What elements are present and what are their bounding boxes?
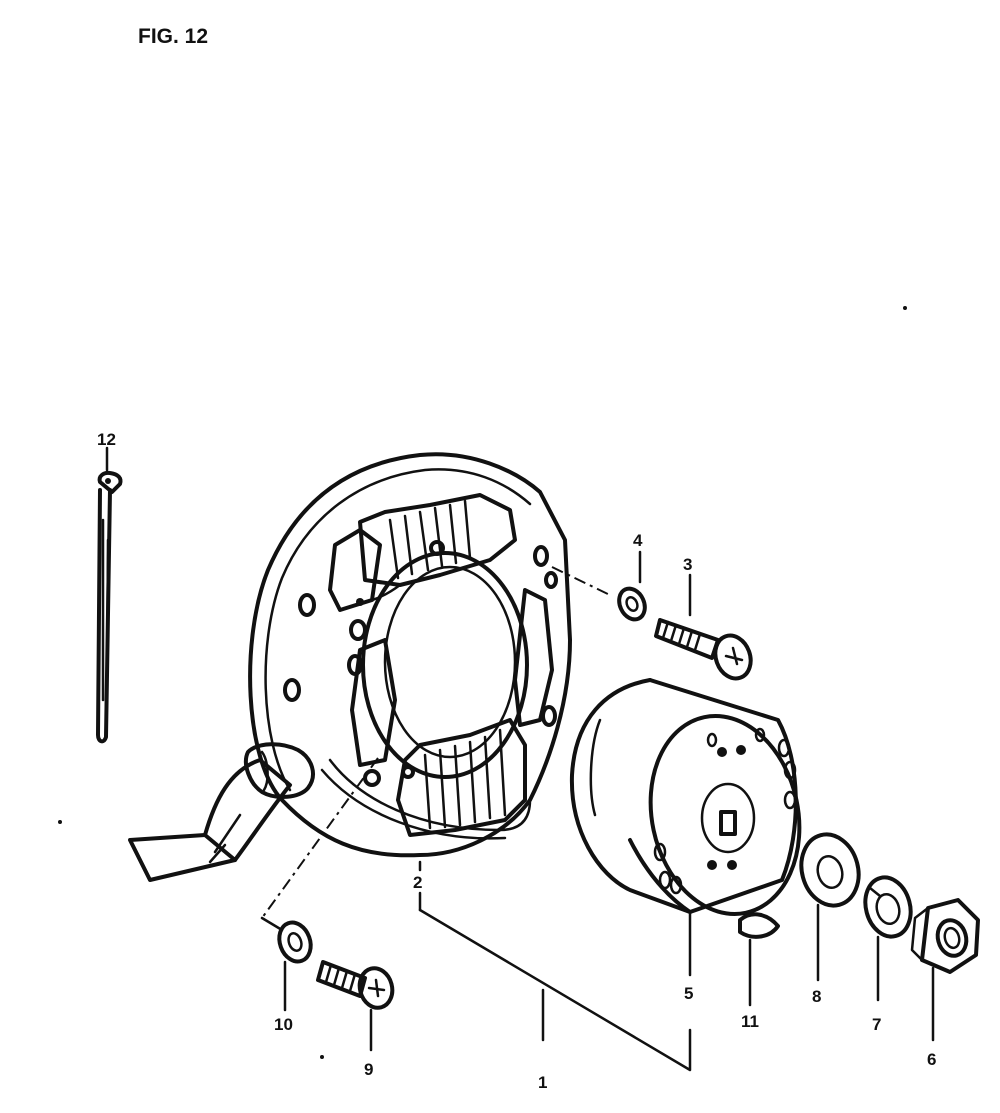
part-7-lock-washer xyxy=(863,875,913,939)
scan-speck xyxy=(58,820,62,824)
part-8-washer xyxy=(799,832,861,908)
part-6-nut xyxy=(910,898,980,974)
axis-line-screw-3 xyxy=(551,566,613,597)
scan-speck xyxy=(903,306,907,310)
axis-line-stator xyxy=(261,757,379,919)
callout-1: 1 xyxy=(538,1073,547,1092)
part-3-screw xyxy=(654,618,753,681)
callout-10: 10 xyxy=(274,1015,293,1034)
part-4-washer xyxy=(617,586,647,622)
callout-8: 8 xyxy=(812,987,821,1006)
callout-2: 2 xyxy=(413,873,422,892)
part-9-screw xyxy=(316,960,395,1010)
callout-4: 4 xyxy=(633,531,643,550)
part-12-lead-rod xyxy=(96,470,123,744)
scan-speck xyxy=(320,1055,324,1059)
part-2-stator-plate xyxy=(248,452,572,858)
part-11-key xyxy=(738,912,780,939)
callout-6: 6 xyxy=(927,1050,936,1069)
figure-title: FIG. 12 xyxy=(138,25,208,48)
part-5-flywheel xyxy=(569,678,802,916)
callout-3: 3 xyxy=(683,555,692,574)
callout-7: 7 xyxy=(872,1015,881,1034)
callout-12: 12 xyxy=(97,430,116,449)
callout-5: 5 xyxy=(684,984,693,1003)
callout-11: 11 xyxy=(741,1012,759,1031)
callout-9: 9 xyxy=(364,1060,373,1079)
part-10-washer xyxy=(277,920,313,964)
bracket-1 xyxy=(418,908,692,1072)
part-2-lead-cable xyxy=(128,742,315,882)
